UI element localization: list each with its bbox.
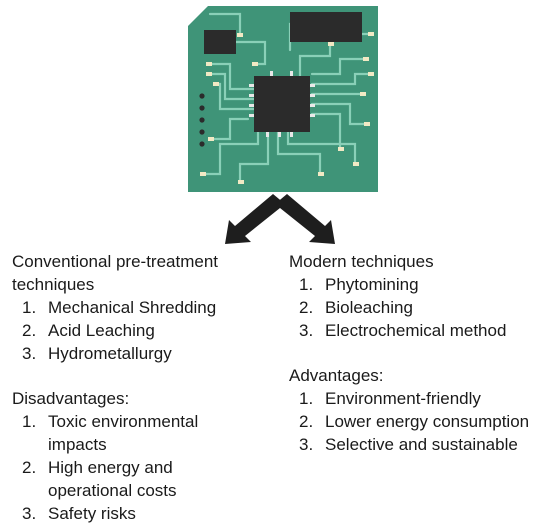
arrow-left	[225, 194, 285, 244]
split-arrows-icon	[225, 194, 335, 244]
list-item: 3.Selective and sustainable	[299, 435, 518, 454]
list-item: 2.High energy and operational costs	[22, 458, 177, 500]
disadvantages-heading: Disadvantages:	[12, 389, 130, 408]
conventional-heading: Conventional pre-treatment techniques	[12, 252, 219, 294]
list-item: 1.Toxic environmental impacts	[22, 412, 199, 454]
list-item: 2.Lower energy consumption	[299, 412, 530, 431]
list-item: 3.Safety risks	[22, 504, 136, 523]
board-traces	[200, 12, 372, 184]
list-item: 2.Acid Leaching	[22, 321, 155, 340]
arrow-right	[275, 194, 335, 244]
conventional-column: Conventional pre-treatment techniques 1.…	[12, 250, 282, 525]
modern-column: Modern techniques 1.Phytomining 2.Biolea…	[289, 250, 549, 456]
advantages-list: 1.Environment-friendly 2.Lower energy co…	[289, 387, 549, 456]
circuit-board-icon	[188, 6, 378, 192]
list-item: 3.Electrochemical method	[299, 321, 507, 340]
list-item: 2.Bioleaching	[299, 298, 413, 317]
via-holes	[199, 93, 205, 147]
processor-pins	[249, 71, 315, 137]
modern-heading: Modern techniques	[289, 252, 434, 271]
list-item: 1.Environment-friendly	[299, 389, 481, 408]
list-item: 1.Phytomining	[299, 275, 419, 294]
conventional-list: 1.Mechanical Shredding 2.Acid Leaching 3…	[12, 296, 282, 365]
advantages-heading: Advantages:	[289, 366, 384, 385]
memory-chip	[290, 12, 362, 42]
small-chip	[204, 30, 236, 54]
list-item: 3.Hydrometallurgy	[22, 344, 172, 363]
processor-chip	[254, 76, 310, 132]
list-item: 1.Mechanical Shredding	[22, 298, 217, 317]
disadvantages-list: 1.Toxic environmental impacts 2.High ene…	[12, 410, 217, 525]
modern-list: 1.Phytomining 2.Bioleaching 3.Electroche…	[289, 273, 549, 342]
